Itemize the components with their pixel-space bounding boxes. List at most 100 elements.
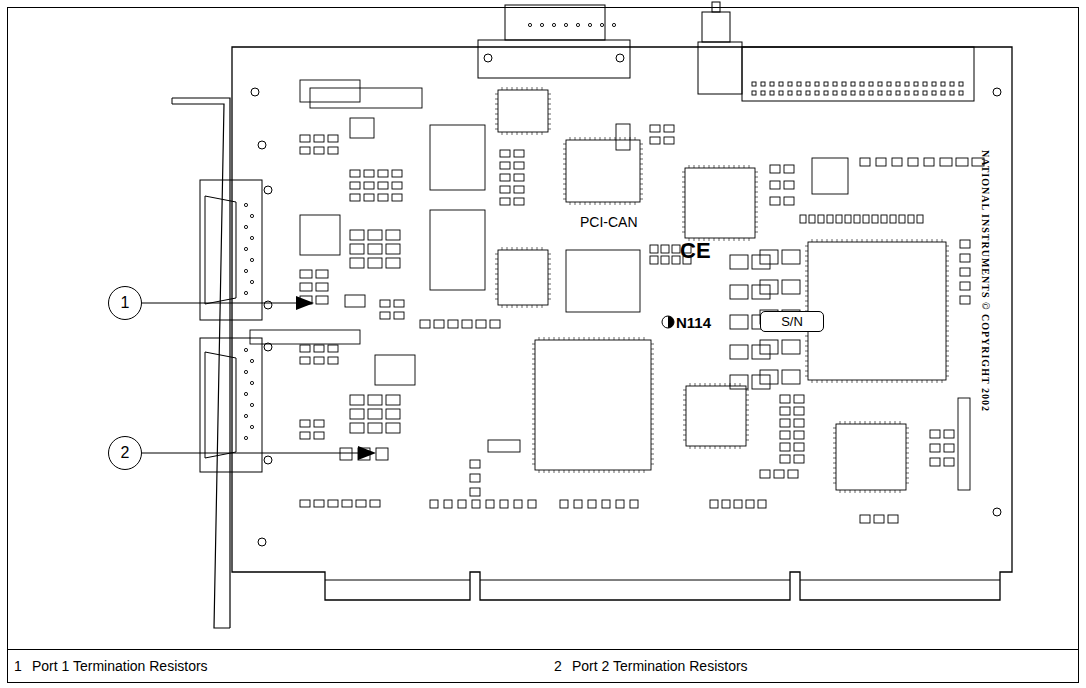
header-pin (752, 91, 756, 95)
smd-part (930, 458, 940, 466)
smd-part (794, 395, 804, 403)
header-pin (896, 82, 900, 86)
smd-part (734, 500, 742, 508)
smd-part (899, 215, 905, 223)
smd-part (788, 470, 798, 478)
smd-part (368, 244, 382, 254)
header-pin (788, 91, 792, 95)
smd-part (560, 500, 568, 508)
smd-part (827, 215, 833, 223)
smd-part (672, 256, 680, 264)
header-pin (923, 82, 927, 86)
callout-circle: 2 (108, 436, 142, 470)
db9-pin (250, 381, 253, 384)
smd-part (328, 147, 338, 154)
chip-pins (495, 87, 551, 135)
serial-box: S/N (760, 311, 824, 332)
header-pin (815, 82, 819, 86)
smd-part (710, 500, 718, 508)
connector-screw (616, 54, 624, 62)
smd-part (722, 500, 730, 508)
smd-part (630, 500, 638, 508)
header-pin (932, 82, 936, 86)
smd-part (386, 423, 400, 433)
smd-part (780, 419, 790, 427)
connector-screw (264, 456, 272, 464)
header-pin (824, 82, 828, 86)
chip (566, 250, 640, 312)
smd-part (908, 215, 914, 223)
header-pin (896, 91, 900, 95)
smd-part (368, 423, 382, 433)
smd-part (514, 186, 524, 193)
smd-part (650, 256, 658, 264)
header-pin (779, 82, 783, 86)
smd-part (314, 345, 324, 352)
db9-pin (244, 225, 247, 228)
smd-part (800, 215, 806, 223)
smd-part (794, 431, 804, 439)
smd-part (378, 170, 388, 177)
header-pin (959, 91, 963, 95)
smd-part (500, 162, 510, 169)
smd-part (470, 460, 480, 468)
header-pin (887, 82, 891, 86)
smd-part (960, 282, 970, 290)
smd-part (588, 500, 596, 508)
connector-pin (552, 23, 555, 26)
db9-pin (244, 247, 247, 250)
header-pin (824, 91, 828, 95)
header-pin (770, 82, 774, 86)
chip-pins (682, 165, 758, 241)
chip (566, 140, 640, 202)
smd-part (782, 370, 800, 384)
smd-part (368, 409, 382, 419)
connector-pin (588, 23, 591, 26)
smd-part (845, 215, 851, 223)
top-connector-body (478, 40, 630, 78)
smd-part (300, 345, 310, 352)
smd-part (500, 500, 508, 508)
smd-part (364, 170, 374, 177)
header-pin (950, 91, 954, 95)
components (244, 23, 984, 523)
smd-part (345, 295, 365, 307)
db9-pin (244, 291, 247, 294)
smd-part (784, 181, 794, 189)
smd-part (514, 174, 524, 181)
caption-text: 1 (14, 659, 22, 673)
smd-part (462, 320, 472, 328)
smd-part (874, 515, 884, 523)
mounting-hole (993, 508, 1001, 516)
smd-part (752, 255, 770, 269)
smd-part (500, 150, 510, 157)
connector-pin (612, 23, 615, 26)
caption-text: Port 2 Termination Resistors (572, 659, 748, 673)
header-pin (878, 82, 882, 86)
smd-part (780, 443, 790, 451)
smd-part (314, 420, 324, 427)
smd-part (300, 357, 310, 364)
bnc-pin (712, 2, 720, 12)
smd-part (394, 300, 404, 307)
pin-strip (958, 398, 970, 490)
smd-part (328, 135, 338, 142)
smd-part (420, 320, 430, 328)
smd-part (358, 448, 370, 460)
smd-part (730, 375, 748, 389)
smd-part (960, 254, 970, 262)
header-pin (950, 82, 954, 86)
header-pin (887, 91, 891, 95)
db9-pin (250, 425, 253, 428)
chip (808, 242, 946, 380)
mounting-bracket (172, 98, 230, 628)
smd-part (794, 407, 804, 415)
smd-part (392, 170, 402, 177)
db9-shell (205, 352, 236, 458)
smd-part (386, 395, 400, 405)
smd-part (342, 500, 352, 507)
chip (535, 340, 651, 470)
smd-part (500, 174, 510, 181)
chip (300, 80, 360, 102)
header-pin (815, 91, 819, 95)
